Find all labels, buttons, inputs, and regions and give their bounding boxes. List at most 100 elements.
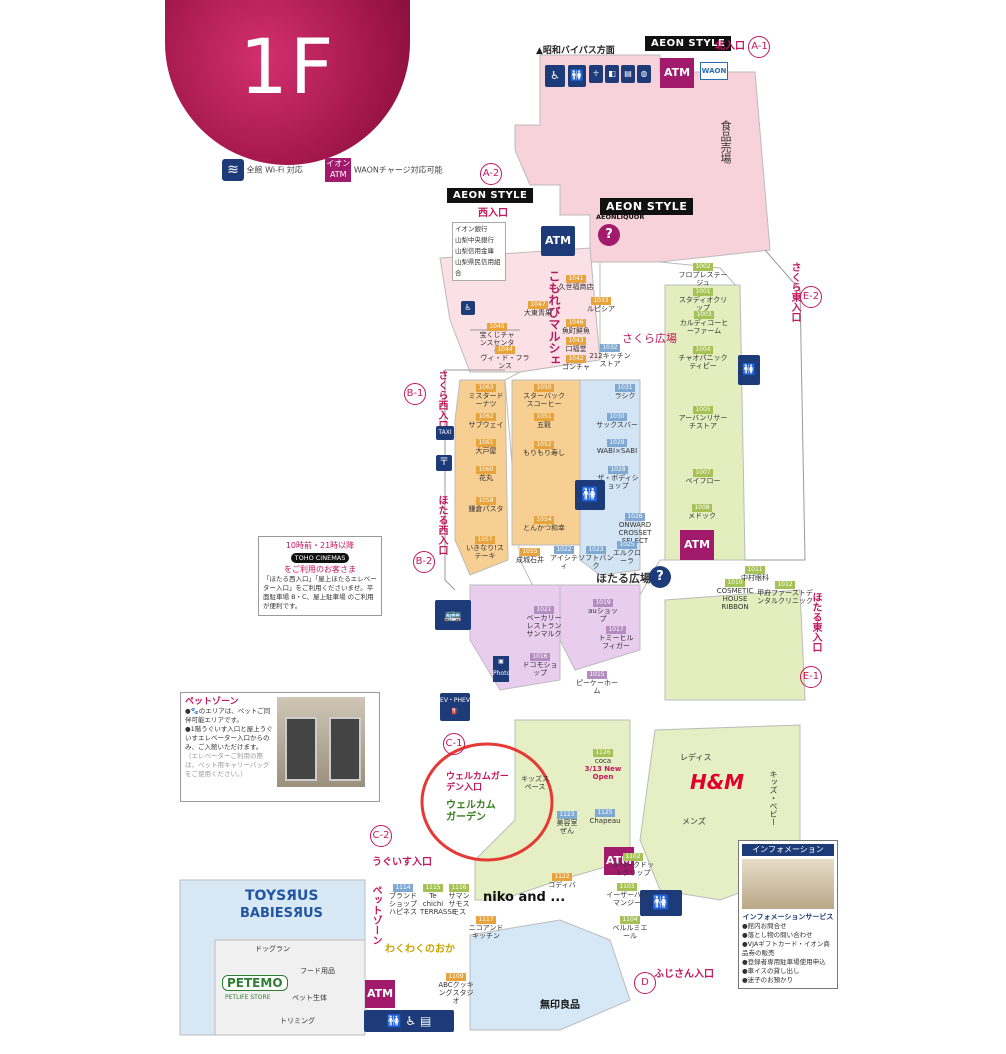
sakura-west-code[interactable]: B-1 [404, 383, 426, 405]
hm-logo[interactable]: H&M [690, 770, 745, 794]
locker-icon[interactable]: ▤ [621, 65, 635, 83]
muji-label[interactable]: 無印良品 [540, 1000, 580, 1011]
restroom-south-icon[interactable]: 🚻 [640, 890, 682, 916]
hotaru-east-code[interactable]: E-1 [800, 666, 822, 688]
babiesrus-logo[interactable]: BABIESЯUS [240, 906, 323, 921]
niko-label[interactable]: niko and ... [483, 890, 566, 905]
info-west-icon[interactable]: ? [598, 224, 620, 246]
west-entrance[interactable]: 西入口 [478, 208, 508, 219]
sakura-east-entrance[interactable]: さくら東入口 [789, 262, 800, 322]
fujisan-entrance[interactable]: ふじさん入口 [654, 969, 714, 980]
ostomate-icon[interactable]: ◍ [637, 65, 651, 83]
sakura-west-entrance[interactable]: さくら西入口 [436, 370, 447, 430]
usagi-entrance[interactable]: うぐいす入口 [372, 857, 432, 868]
restroom-east-icon[interactable]: 🚻 [738, 355, 760, 385]
photo-booth-icon[interactable]: ▣Photo [493, 656, 510, 682]
toilet-icon[interactable]: 🚻 [568, 65, 586, 87]
nursing-icon[interactable]: ◧ [605, 65, 619, 83]
usagi-entrance-code[interactable]: C-2 [370, 825, 392, 847]
ev-charge-icon[interactable]: EV・PHEV⛽ [440, 693, 470, 721]
atm-southwest[interactable]: ATM [365, 980, 395, 1008]
sakura-east-code[interactable]: E-2 [800, 286, 822, 308]
fujisan-code[interactable]: D [634, 972, 656, 994]
restroom-center-icon[interactable]: 🚻 [575, 480, 605, 510]
hotaru-east-entrance[interactable]: ほたる東入口 [810, 592, 821, 652]
toysrus-logo[interactable]: TOYSЯUS [245, 888, 319, 904]
welcome-entrance-code[interactable]: C-1 [443, 733, 465, 755]
baby-icon[interactable]: ♱ [589, 65, 603, 83]
hotaru-west-entrance[interactable]: ほたる西入口 [436, 495, 447, 555]
atm-west[interactable]: ATM [541, 226, 575, 256]
restroom-icon[interactable]: ♿ [545, 65, 565, 87]
bus-icon[interactable]: 🚌 [435, 600, 471, 630]
wheelchair-icon[interactable]: ♿ [461, 301, 475, 315]
post-icon[interactable]: 〒 [436, 455, 452, 471]
trimming-label: トリミング [280, 1017, 315, 1025]
atm-north[interactable]: ATM [660, 58, 694, 88]
hotaru-west-code[interactable]: B-2 [413, 551, 435, 573]
info-icon[interactable]: ? [649, 566, 671, 588]
atm-east[interactable]: ATM [680, 530, 714, 560]
north-entrance[interactable]: 北入口 A-1 [715, 36, 771, 58]
petemo-logo[interactable]: PETEMO [222, 975, 288, 991]
taxi-icon[interactable]: TAXI [436, 426, 454, 440]
shop-1012-name: 甲府ファーストデンタルクリニック [757, 589, 813, 605]
west-entrance-code[interactable]: A-2 [480, 163, 502, 185]
restroom-southwest-icon[interactable]: 🚻 ♿ ▤ [364, 1010, 454, 1032]
shop-1121[interactable]: キッズスペース [520, 775, 550, 791]
